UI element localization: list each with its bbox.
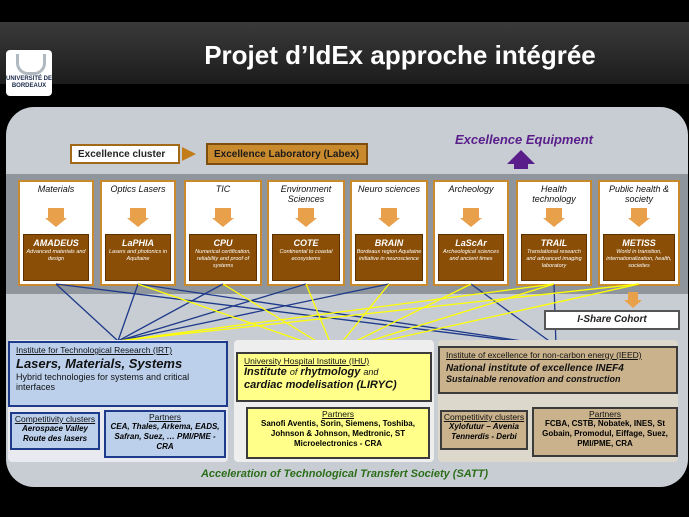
labex-name: TRAIL (540, 238, 568, 248)
cluster-heading: Environment Sciences (280, 184, 332, 204)
connector-line (117, 283, 640, 342)
down-arrow-icon (215, 208, 231, 218)
connector-line (137, 283, 557, 347)
irt-clusters-title: Competitivity clusters (14, 414, 96, 424)
connector-line (117, 283, 307, 342)
connector-line (117, 283, 224, 342)
connector-line (55, 283, 557, 347)
ieed-clusters: Competitivity clusters Xylofutur – Aveni… (440, 410, 528, 450)
labex-desc: Translational research and advanced imag… (526, 249, 582, 269)
slide-title: Projet d’IdEx approche intégrée (204, 40, 596, 70)
right-arrow-icon (182, 147, 196, 161)
labex-name: CPU (213, 238, 233, 248)
labex-name: LaPHIA (121, 238, 154, 248)
labex-desc: Bordeaux region Aquitaine initiative in … (356, 249, 422, 262)
labex-desc: Numerical certification, reliability and… (195, 249, 251, 269)
ieed-partners-title: Partners (588, 409, 622, 419)
ishare-cohort-box: I-Share Cohort (544, 310, 680, 330)
down-arrow-icon (130, 208, 146, 218)
irt-desc: Hybrid technologies for systems and crit… (16, 372, 190, 392)
irt-clusters: Competitivity clusters Aerospace Valley … (10, 412, 100, 450)
cluster-heading: Optics Lasers (110, 184, 166, 194)
down-arrow-icon (628, 292, 638, 300)
ieed-box: Institute of excellence for non-carbon e… (438, 346, 678, 394)
down-arrow-icon (298, 208, 314, 218)
labex-name: BRAIN (374, 238, 404, 248)
irt-header: Institute for Technological Research (IR… (16, 345, 173, 355)
irt-partners: Partners CEA, Thales, Arkema, EADS, Safr… (104, 410, 226, 458)
excellence-cluster-box: Excellence cluster (70, 144, 180, 164)
ihu-partners: Partners Sanofi Aventis, Sorin, Siemens,… (246, 407, 430, 459)
satt-label: Acceleration of Technological Transfert … (200, 468, 489, 480)
ihu-name: Institute of rhytmology and cardiac mode… (244, 366, 397, 391)
down-arrow-icon (546, 208, 562, 218)
logo-line1: UNIVERSITÉ DE (6, 76, 53, 82)
connector-line (470, 283, 557, 347)
cluster-heading: Public health & society (608, 184, 670, 204)
connector-line (55, 283, 119, 342)
title-bar (0, 22, 689, 84)
labex-desc: Advanced materials and design (26, 249, 86, 262)
labex-name: LaScAr (455, 238, 487, 248)
irt-clusters-list: Aerospace Valley Route des lasers (22, 424, 88, 443)
cluster-heading: TIC (215, 184, 231, 194)
ihu-header: University Hospital Institute (IHU) (244, 356, 370, 366)
ieed-name: National institute of excellence INEF4 (446, 363, 624, 374)
irt-partners-list: CEA, Thales, Arkema, EADS, Safran, Suez,… (110, 422, 220, 451)
irt-box: Institute for Technological Research (IR… (8, 341, 228, 407)
connector-line (117, 283, 390, 342)
labex-desc: Lasers and photonics in Aquitaine (108, 249, 168, 262)
labex-box: Excellence Laboratory (Labex) (206, 143, 368, 165)
down-arrow-icon (631, 208, 647, 218)
cluster-heading: Health technology (532, 184, 576, 204)
ihu-partners-list: Sanofi Aventis, Sorin, Siemens, Toshiba,… (261, 419, 415, 448)
labex-desc: Archeological sciences and ancient times (443, 249, 499, 262)
labex-name: METISS (622, 238, 656, 248)
cluster-heading: Neuro sciences (357, 184, 421, 194)
labex-name: AMADEUS (33, 238, 79, 248)
down-arrow-icon (381, 208, 397, 218)
ihu-partners-title: Partners (321, 409, 355, 419)
labex-desc: World in transition, internationalizatio… (606, 249, 672, 269)
logo-mark-icon (16, 54, 46, 75)
excellence-equipment-label: Excellence Equipment (455, 132, 593, 147)
irt-name: Lasers, Materials, Systems (16, 356, 183, 371)
up-arrow-icon (507, 150, 535, 164)
down-arrow-icon (48, 208, 64, 218)
ieed-desc: Sustainable renovation and construction (446, 374, 621, 384)
labex-name: COTE (293, 238, 319, 248)
ieed-header: Institute of excellence for non-carbon e… (446, 350, 642, 360)
down-arrow-icon (463, 208, 479, 218)
ieed-clusters-title: Competitivity clusters (443, 412, 525, 422)
ieed-partners: Partners FCBA, CSTB, Nobatek, INES, St G… (532, 407, 678, 457)
connector-line (117, 283, 555, 342)
cluster-heading: Archeology (448, 184, 494, 194)
labex-desc: Continental to coastal ecosystems (279, 249, 333, 262)
ihu-box: University Hospital Institute (IHU) Inst… (236, 352, 432, 402)
irt-partners-title: Partners (148, 412, 182, 422)
ieed-partners-list: FCBA, CSTB, Nobatek, INES, St Gobain, Pr… (542, 419, 668, 448)
logo-line2: BORDEAUX (11, 83, 47, 89)
ieed-clusters-list: Xylofutur – Avenia Tennerdis - Derbi (449, 422, 519, 441)
cluster-heading: Materials (37, 184, 75, 194)
